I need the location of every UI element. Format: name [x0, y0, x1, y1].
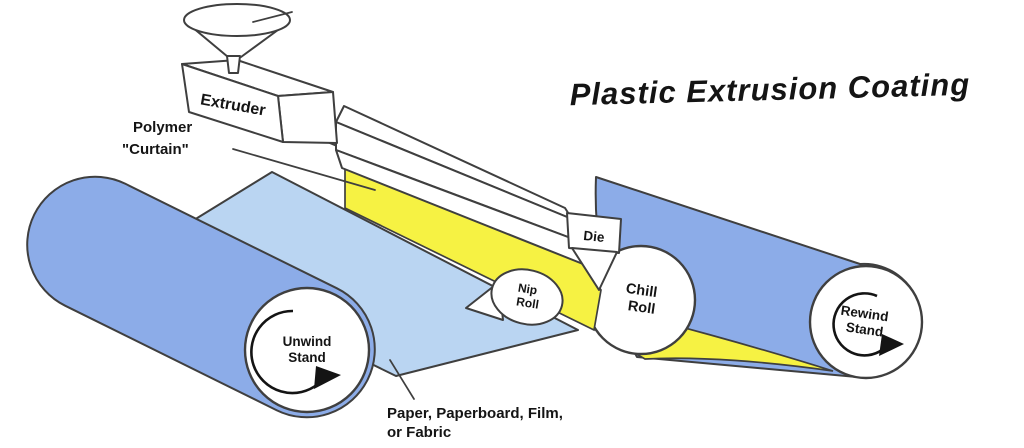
die-label: Die	[583, 228, 606, 245]
nip-roll-label-line1: Nip	[517, 281, 538, 298]
substrate-label-line2: or Fabric	[387, 424, 451, 441]
die-body	[566, 212, 622, 254]
die-tip	[571, 247, 618, 291]
nip-roll-label-line2: Roll	[515, 294, 540, 311]
unwind-rotation-arrow	[250, 309, 319, 395]
chill-roll-label-line2: Roll	[627, 298, 656, 318]
rewind-stand-label-line1: Rewind	[840, 303, 890, 325]
polymer-curtain-label-line1: Polymer	[133, 119, 192, 136]
hopper-stem	[226, 55, 241, 74]
hopper-highlight	[252, 11, 293, 23]
diagram-title: Plastic Extrusion Coating	[569, 67, 970, 112]
rewind-rotation-arrow	[832, 292, 883, 357]
unwind-stand-label-line1: Unwind	[283, 334, 332, 349]
extruder-right-face	[277, 91, 338, 144]
substrate-label-line1: Paper, Paperboard, Film,	[387, 405, 563, 422]
hopper-bowl	[183, 3, 291, 37]
chill-roll-label-line1: Chill	[625, 281, 658, 301]
rewind-stand-label-line2: Stand	[845, 320, 884, 340]
extruder-front-face	[181, 63, 284, 143]
unwind-stand-label-line2: Stand	[288, 350, 326, 365]
unwind-rotation-arrowhead	[314, 366, 341, 389]
unwind-stand-face	[243, 286, 371, 414]
rewind-stand-face	[808, 264, 924, 380]
substrate-leader-line	[389, 359, 415, 400]
rewind-rotation-arrowhead	[879, 334, 904, 356]
nip-roll	[490, 268, 564, 326]
polymer-curtain-leader-line	[232, 148, 376, 191]
polymer-curtain-label-line2: "Curtain"	[122, 141, 189, 158]
